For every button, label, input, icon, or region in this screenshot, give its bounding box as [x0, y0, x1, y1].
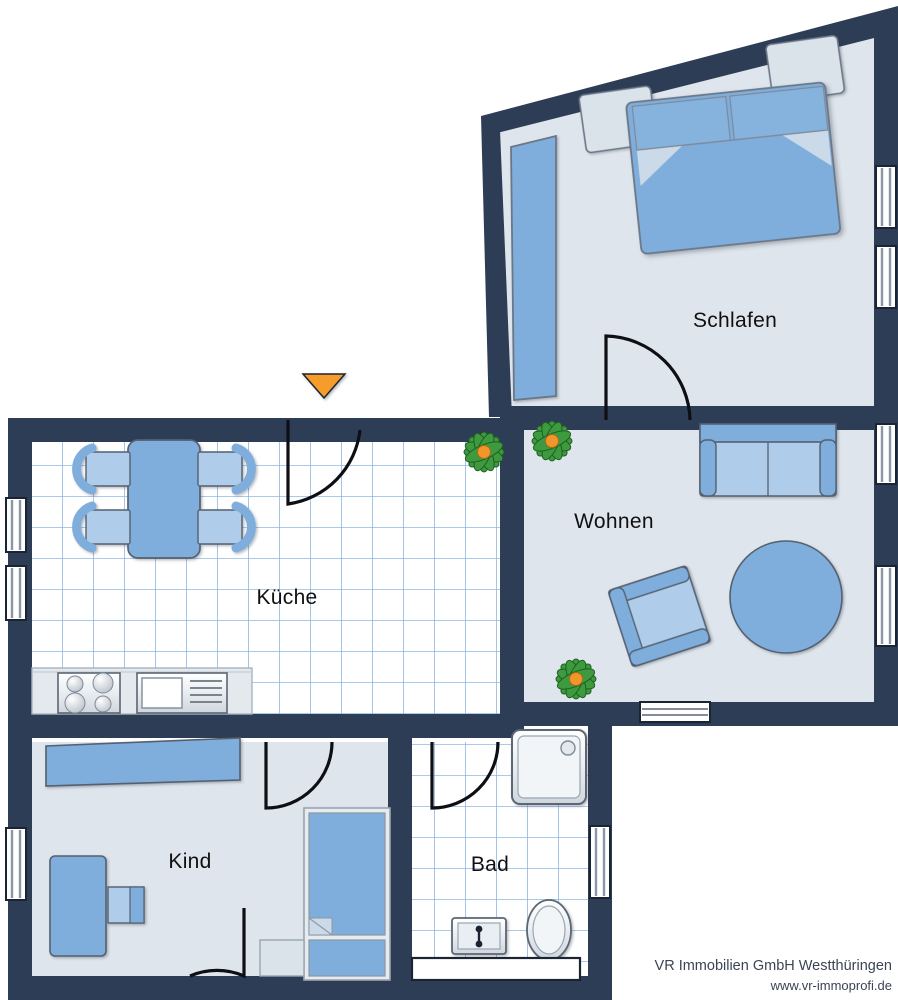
win-kueche-w1 [5, 497, 27, 553]
win-schlafen-e2 [875, 245, 897, 309]
dining-set [72, 439, 256, 559]
wall-kueche-top [8, 418, 524, 442]
door-kind-hall [189, 908, 246, 979]
nightstand-kind [259, 939, 305, 977]
kitchen-sink [136, 672, 228, 714]
cooktop [57, 672, 121, 714]
plants [463, 420, 597, 700]
radiator-wohnen [639, 701, 711, 723]
win-kueche-w2 [5, 565, 27, 621]
furniture-kind [45, 737, 391, 981]
furniture-kueche [31, 439, 256, 715]
company-website: www.vr-immoprofi.de [770, 978, 892, 994]
desk [49, 855, 107, 957]
plant-2 [531, 420, 573, 462]
toilet [526, 899, 572, 961]
door-bad [430, 741, 500, 810]
win-bad-e1 [589, 825, 611, 899]
wall-wohnen-left [500, 406, 524, 726]
dining-chair-4 [197, 501, 256, 553]
wardrobe-schlafen [510, 134, 557, 401]
bathtub [410, 956, 582, 982]
door-kind [264, 741, 334, 810]
bed-fold-left [636, 145, 683, 186]
dining-table [127, 439, 201, 559]
desk-chair [107, 886, 145, 924]
bed-fold-right [782, 130, 832, 166]
entrance-arrow [301, 373, 347, 400]
sofa [699, 423, 837, 497]
kitchen-counter [31, 667, 253, 715]
fixtures-bad [410, 729, 587, 982]
wall-kind-bad-divider [388, 726, 412, 1000]
dining-chair-2 [197, 443, 256, 495]
plant-1 [463, 431, 505, 473]
bed-single [303, 807, 391, 981]
dining-chair-3 [72, 501, 131, 553]
wall-bottom-outer [8, 976, 612, 1000]
doors [189, 334, 692, 979]
washbasin [451, 917, 507, 955]
footer-credit: VR Immobilien GmbH Westthüringen www.vr-… [655, 956, 892, 996]
wardrobe-kind [45, 737, 241, 787]
round-table [729, 540, 843, 654]
furniture-schlafen [510, 34, 846, 401]
wall-schlafen-left [481, 116, 512, 417]
door-entrance [286, 420, 362, 506]
armchair [607, 565, 711, 667]
win-wohnen-e1 [875, 423, 897, 485]
dining-chair-1 [72, 443, 131, 495]
windows [5, 165, 897, 901]
plant-3 [555, 658, 597, 700]
shower-tray [511, 729, 587, 805]
bed-duvet-edge [636, 129, 828, 151]
win-wohnen-e2 [875, 565, 897, 647]
wall-kueche-bottom [8, 714, 524, 738]
company-name: VR Immobilien GmbH Westthüringen [654, 958, 892, 975]
furniture-wohnen [607, 423, 843, 723]
win-schlafen-e1 [875, 165, 897, 229]
win-kind-w1 [5, 827, 27, 901]
door-schlafen [604, 334, 692, 421]
